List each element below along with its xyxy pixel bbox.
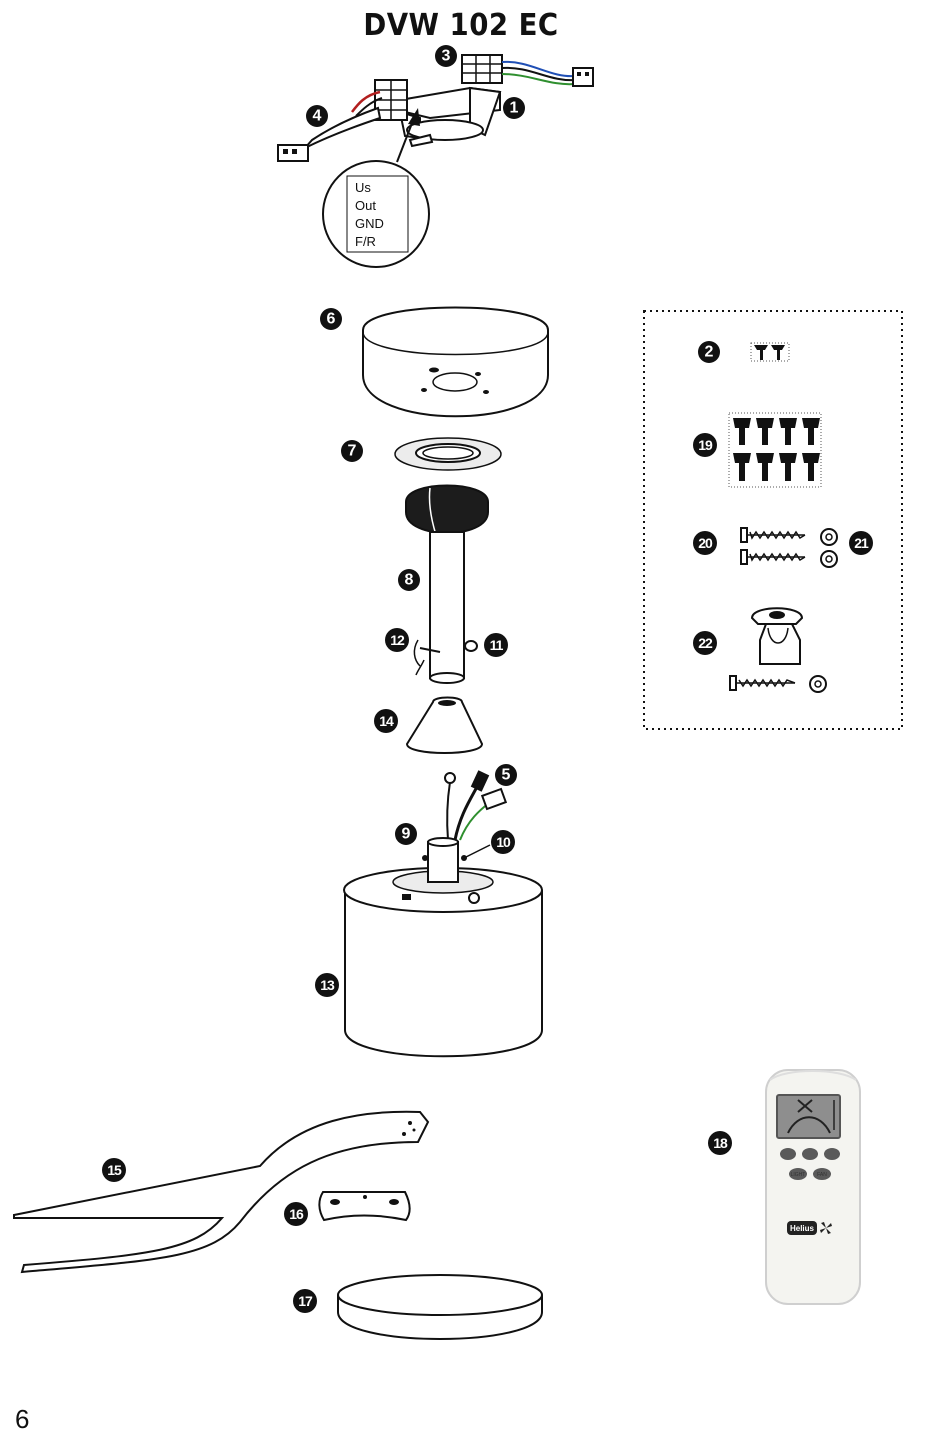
motor-wires xyxy=(444,770,508,841)
svg-text:17: 17 xyxy=(298,1293,313,1309)
svg-text:4: 4 xyxy=(313,108,322,125)
svg-text:15: 15 xyxy=(107,1162,122,1178)
terminal-block-right xyxy=(461,54,503,84)
svg-text:1: 1 xyxy=(510,100,519,117)
callout-4: 4 xyxy=(306,105,328,127)
callout-13: 13 xyxy=(315,973,339,997)
hardware-kit-box xyxy=(643,310,903,730)
svg-text:12: 12 xyxy=(390,632,405,648)
callout-22: 22 xyxy=(693,631,717,655)
callout-15: 15 xyxy=(102,1158,126,1182)
callout-9: 9 xyxy=(395,823,417,845)
callout-7: 7 xyxy=(341,440,363,462)
svg-text:5: 5 xyxy=(502,767,511,784)
fan-blade xyxy=(13,1110,430,1274)
callout-10: 10 xyxy=(491,830,515,854)
remote-light-button-label: LIGHT xyxy=(791,1172,806,1178)
callout-18: 18 xyxy=(708,1131,732,1155)
page-title: DVW 102 EC xyxy=(363,8,559,43)
svg-text:22: 22 xyxy=(698,635,713,651)
washers xyxy=(820,528,838,568)
svg-text:19: 19 xyxy=(698,437,713,453)
canopy-ring xyxy=(394,437,502,471)
coupling-cover xyxy=(405,696,484,754)
remote-control: LIGHT FAN Helius xyxy=(765,1069,861,1305)
callout-17: 17 xyxy=(293,1289,317,1313)
svg-text:18: 18 xyxy=(713,1135,728,1151)
callout-19: 19 xyxy=(693,433,717,457)
terminal-label-magnifier: Us Out GND F/R xyxy=(322,160,430,268)
svg-text:21: 21 xyxy=(854,535,869,551)
callout-11: 11 xyxy=(484,633,508,657)
callout-16: 16 xyxy=(284,1202,308,1226)
terminal-label-gnd: GND xyxy=(355,216,384,231)
fan-logo-icon xyxy=(820,1222,832,1234)
callout-20: 20 xyxy=(693,531,717,555)
svg-text:6: 6 xyxy=(327,311,336,328)
callout-1: 1 xyxy=(503,97,525,119)
blade-bracket xyxy=(318,1191,411,1222)
light-cover xyxy=(337,1274,543,1340)
cotter-clip xyxy=(464,640,478,652)
wood-screws xyxy=(740,527,806,565)
svg-text:3: 3 xyxy=(442,48,451,65)
svg-text:11: 11 xyxy=(490,637,504,653)
remote-brand-logo: Helius xyxy=(790,1224,815,1233)
downrod xyxy=(405,484,489,684)
svg-text:9: 9 xyxy=(402,826,411,843)
svg-text:10: 10 xyxy=(496,834,511,850)
wire-harness-left xyxy=(277,90,383,162)
terminal-label-out: Out xyxy=(355,198,376,213)
page-number: 6 xyxy=(15,1404,30,1434)
hanger-pin xyxy=(413,639,441,676)
callout-21: 21 xyxy=(849,531,873,555)
callout-2: 2 xyxy=(698,341,720,363)
terminal-arrow xyxy=(396,108,420,163)
callout-5: 5 xyxy=(495,764,517,786)
terminal-block-left xyxy=(374,79,408,121)
canopy xyxy=(362,306,549,418)
svg-text:2: 2 xyxy=(705,344,714,361)
callout-8: 8 xyxy=(398,569,420,591)
callout-14: 14 xyxy=(374,709,398,733)
safety-hook xyxy=(729,607,827,693)
terminal-label-us: Us xyxy=(355,180,371,195)
svg-text:14: 14 xyxy=(379,713,394,729)
callout-12: 12 xyxy=(385,628,409,652)
svg-text:20: 20 xyxy=(698,535,713,551)
callout-6: 6 xyxy=(320,308,342,330)
svg-text:16: 16 xyxy=(289,1206,304,1222)
svg-text:8: 8 xyxy=(405,572,414,589)
motor-housing xyxy=(343,837,543,1058)
small-screws xyxy=(750,342,790,362)
svg-text:13: 13 xyxy=(320,977,335,993)
wire-bundle-right xyxy=(501,60,594,87)
remote-fan-button-label: FAN xyxy=(817,1172,827,1178)
blade-screws xyxy=(728,412,822,488)
callout-3: 3 xyxy=(435,45,457,67)
terminal-label-fr: F/R xyxy=(355,234,376,249)
svg-text:7: 7 xyxy=(348,443,357,460)
